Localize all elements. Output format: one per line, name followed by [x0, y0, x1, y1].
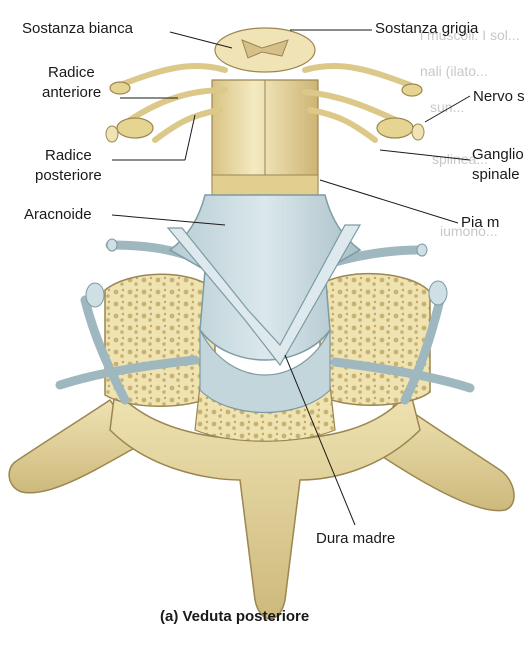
label-radice-posteriore-line1: Radice — [45, 147, 92, 164]
bg-line-2: nali (ilato... — [420, 63, 488, 79]
label-nervo: Nervo s — [473, 88, 525, 105]
ganglia — [109, 81, 423, 139]
spinal-cord — [211, 27, 319, 196]
bg-line-5: iumono... — [440, 223, 498, 239]
bg-line-1: i muscoli. I sol... — [420, 27, 520, 43]
label-radice-anteriore-line2: anteriore — [42, 84, 102, 101]
label-dura-madre: Dura madre — [316, 530, 396, 547]
nerve-roots — [117, 62, 413, 143]
label-radice-posteriore-line2: posteriore — [35, 167, 102, 184]
vessel-ends — [85, 238, 448, 308]
bg-line-3: sun... — [430, 99, 464, 115]
label-ganglio-line1: Ganglio — [472, 146, 524, 163]
label-ganglio-line2: spinale — [472, 166, 520, 183]
label-radice-anteriore-line1: Radice — [48, 64, 95, 81]
meninges — [166, 194, 362, 413]
label-pia-madre: Pia m — [461, 214, 500, 231]
leader-lines — [111, 29, 471, 526]
label-sostanza-bianca: Sostanza bianca — [22, 20, 133, 37]
background-page-text: i muscoli. I sol... nali (ilato... sun..… — [420, 27, 520, 239]
vertebra — [8, 272, 515, 620]
label-sostanza-grigia: Sostanza grigia — [375, 20, 479, 37]
nerve-stumps — [105, 123, 425, 143]
figure-caption: (a) Veduta posteriore — [160, 608, 310, 625]
vessels — [55, 240, 475, 405]
label-aracnoide: Aracnoide — [24, 206, 92, 223]
